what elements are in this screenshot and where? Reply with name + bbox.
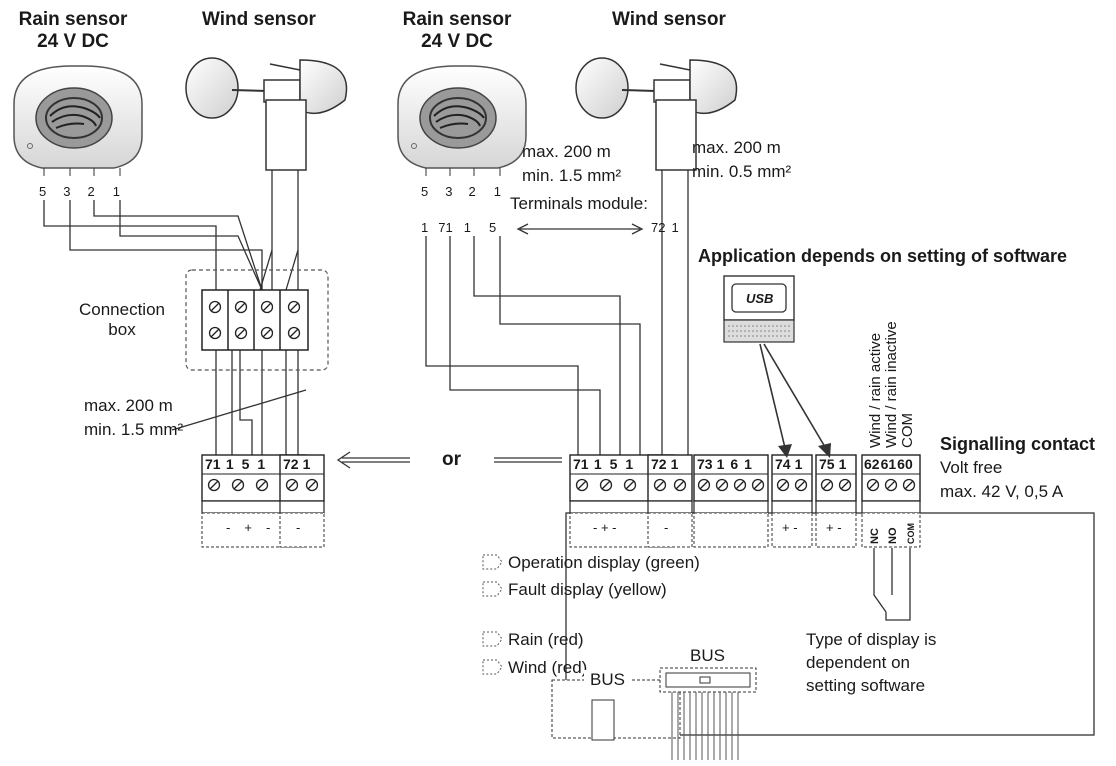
left-wind-title: Wind sensor: [202, 9, 316, 30]
right-wind-sensor: [575, 57, 738, 171]
signalling-title: Signalling contact: [940, 434, 1096, 454]
right-rain-sensor: [397, 65, 527, 176]
signalling-line1: Volt free: [940, 458, 1003, 477]
bus-label-bottom: BUS: [584, 670, 631, 690]
led-fault: Fault display (yellow): [508, 580, 667, 599]
rotated-label-inactive: Wind / rain inactive: [883, 321, 900, 448]
left-terminal-block-b: [279, 454, 325, 548]
left-polarity-a: -+-: [226, 520, 270, 535]
svg-text:+ -: + -: [782, 520, 798, 535]
left-polarity-b: -: [296, 520, 300, 535]
led-operation: Operation display (green): [508, 553, 700, 572]
contact-no: NO: [887, 527, 899, 544]
software-note: Application depends on setting of softwa…: [698, 246, 1068, 266]
module-board: [482, 275, 1095, 760]
led-rain: Rain (red): [508, 630, 584, 649]
or-arrow: [336, 451, 562, 469]
left-rain-voltage: 24 V DC: [37, 31, 109, 52]
left-rain-title: Rain sensor: [18, 9, 128, 30]
contact-nc: NC: [869, 528, 881, 544]
signalling-line2: max. 42 V, 0,5 A: [940, 482, 1064, 501]
svg-text:- + -: - + -: [593, 520, 616, 535]
left-rain-sensor: [13, 65, 143, 176]
right-rain-voltage: 24 V DC: [421, 31, 493, 52]
rotated-label-com: COM: [899, 413, 916, 448]
svg-text:751: 751: [819, 456, 847, 472]
svg-text:-: -: [664, 520, 668, 535]
rotated-label-active: Wind / rain active: [867, 333, 884, 448]
svg-text:741: 741: [775, 456, 803, 472]
right-rain-cable-section: min. 1.5 mm²: [522, 166, 622, 185]
terminals-module-label: Terminals module:: [510, 194, 648, 213]
right-wiring: [425, 170, 689, 455]
svg-text:626160: 626160: [864, 456, 913, 472]
right-wind-title: Wind sensor: [612, 9, 726, 30]
left-cable-section: min. 1.5 mm²: [84, 420, 184, 439]
bus-label-top: BUS: [690, 646, 725, 665]
right-wind-cable-section: min. 0.5 mm²: [692, 162, 792, 181]
or-label: or: [442, 449, 461, 470]
connection-box: [185, 269, 329, 371]
right-rain-title: Rain sensor: [402, 9, 512, 30]
contact-com: COM: [906, 523, 916, 544]
left-cable-length: max. 200 m: [84, 396, 173, 415]
svg-text:721: 721: [651, 456, 679, 472]
connection-box-label: Connection box: [78, 300, 165, 339]
left-wind-sensor: [185, 57, 348, 171]
usb-label: USB: [746, 291, 773, 306]
led-wind: Wind (red): [508, 658, 588, 677]
svg-text:+ -: + -: [826, 520, 842, 535]
right-rain-cable-length: max. 200 m: [522, 142, 611, 161]
display-note: Type of display is dependent on setting …: [806, 630, 937, 695]
right-wind-cable-length: max. 200 m: [692, 138, 781, 157]
